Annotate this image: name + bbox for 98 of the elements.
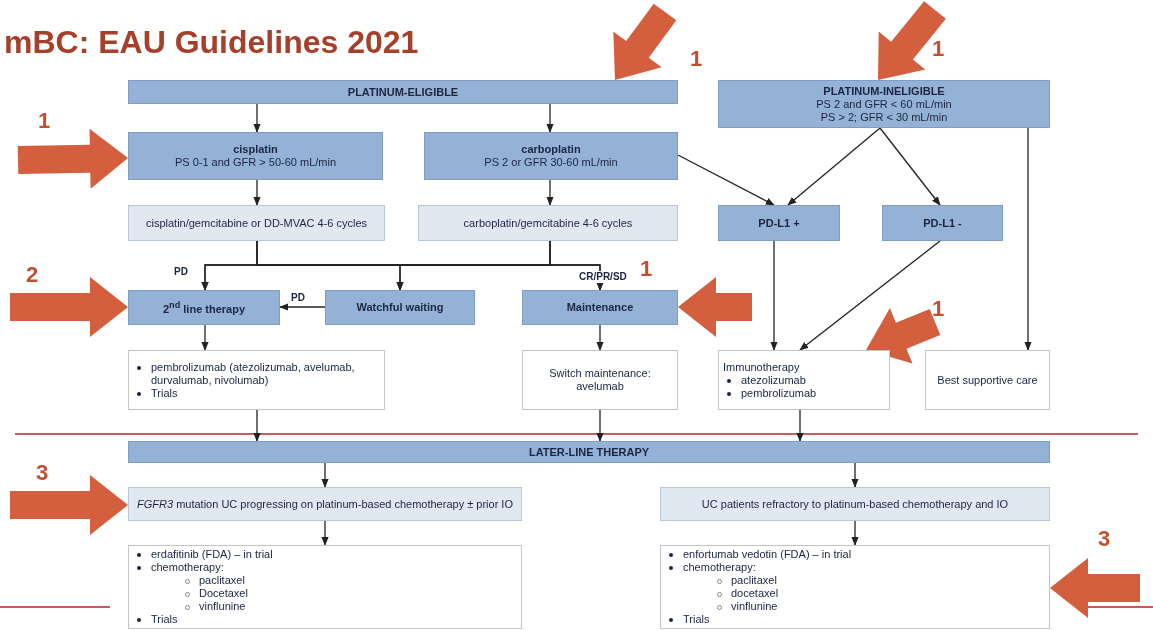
slide-title: mBC: EAU Guidelines 2021 (4, 24, 419, 61)
list-item: vinflunine (665, 600, 1045, 613)
callout-arrow (10, 277, 128, 337)
arrow (787, 127, 881, 206)
callout-number: 1 (640, 256, 653, 282)
list-item: chemotherapy: (665, 561, 1045, 574)
callout-arrow (17, 128, 128, 189)
callout-number: 1 (38, 108, 51, 134)
text-box (128, 545, 522, 629)
text-box (128, 350, 385, 410)
callout-arrow (678, 277, 752, 337)
process-box (718, 205, 840, 241)
callout-arrow (10, 475, 128, 535)
box-text: cisplatin/gemcitabine or DD-MVAC 4-6 cycles (145, 216, 368, 230)
arrow (596, 409, 604, 442)
process-box (325, 290, 475, 325)
process-box (522, 290, 678, 325)
callout-arrow (613, 3, 677, 80)
arrow (279, 303, 326, 311)
process-box (128, 487, 522, 521)
box-heading: cisplatin (233, 143, 278, 156)
arrow (770, 240, 778, 351)
callout-number: 3 (1098, 526, 1111, 552)
arrow (851, 462, 859, 488)
box-text: LATER-LINE THERAPY (528, 445, 650, 459)
arrow (549, 240, 604, 291)
process-box (718, 80, 1050, 128)
process-box (128, 132, 383, 180)
list-item: paclitaxel (133, 574, 517, 587)
arrow (321, 520, 329, 546)
list-item: atezolizumab (723, 373, 885, 387)
box-heading: carboplatin (521, 143, 581, 156)
box-text: 2$^{nd}$ line therapy (162, 299, 246, 316)
list-item: Docetaxel (133, 587, 517, 600)
list-item: Trials (133, 386, 380, 400)
arrow (253, 179, 261, 206)
box-text: UC patients refractory to platinum-based chemotherapy and IO (701, 497, 1009, 511)
box-text: Switch maintenance: avelumab (548, 367, 652, 393)
edge-label: CR/PR/SD (577, 271, 629, 283)
box-text: Immunotherapy (723, 360, 801, 374)
arrow (677, 154, 775, 206)
process-bar (128, 80, 678, 104)
text-box (522, 350, 678, 410)
arrow (879, 127, 941, 206)
box-text: FGFR3 mutation UC progressing on platinum-based chemotherapy ± prior IO (137, 497, 513, 511)
list-item: Trials (665, 613, 1045, 626)
box-text: PLATINUM-ELIGIBLE (347, 85, 459, 99)
arrow (1024, 127, 1032, 351)
process-box (882, 205, 1003, 241)
box-text: PS 2 or GFR 30-60 mL/min (484, 156, 618, 169)
edge-label: PD (289, 292, 307, 304)
list-item: enfortumab vedotin (FDA) – in trial (665, 548, 1045, 561)
box-text: carboplatin/gemcitabine 4-6 cycles (463, 216, 633, 230)
callout-number: 1 (932, 36, 945, 62)
arrow (321, 462, 329, 488)
box-text: PS > 2; GFR < 30 mL/min (820, 110, 948, 124)
list-item: Trials (133, 613, 517, 626)
arrow (796, 409, 804, 442)
arrow (201, 324, 209, 351)
arrow (596, 324, 604, 351)
arrow (546, 103, 554, 133)
box-text: PS 2 and GFR < 60 mL/min (816, 97, 952, 111)
list-item: pembrolizumab (atezolizumab, avelumab, durvalumab, nivolumab) (133, 360, 380, 387)
callout-arrow (878, 1, 946, 80)
callout-number: 1 (690, 46, 703, 72)
box-text: PS 0-1 and GFR > 50-60 mL/min (174, 156, 337, 169)
callout-number: 3 (36, 460, 49, 486)
arrow (799, 240, 941, 351)
list-item: pembrolizumab (723, 386, 885, 400)
process-box (128, 290, 280, 325)
process-box (660, 487, 1050, 521)
box-text: Best supportive care (937, 373, 1038, 387)
callout-arrow (1050, 558, 1140, 618)
box-text: PD-L1 - (923, 216, 962, 230)
text-box (718, 350, 890, 410)
box-text: Watchful waiting (356, 301, 444, 314)
callout-arrow (866, 307, 941, 364)
box-text: Maintenance (566, 301, 634, 314)
arrow (253, 103, 261, 133)
list-item: erdafitinib (FDA) – in trial (133, 548, 517, 561)
box-text: PD-L1 + (758, 216, 800, 230)
list-item: chemotherapy: (133, 561, 517, 574)
arrow (546, 179, 554, 206)
text-box (925, 350, 1050, 410)
list-item: paclitaxel (665, 574, 1045, 587)
process-box (128, 205, 385, 241)
process-box (424, 132, 678, 180)
box-heading: PLATINUM-INELIGIBLE (823, 84, 945, 98)
text-box (660, 545, 1050, 629)
callout-number: 1 (932, 296, 945, 322)
arrow (851, 520, 859, 546)
edge-label: PD (172, 266, 190, 278)
process-bar (128, 441, 1050, 463)
callout-number: 2 (26, 262, 39, 288)
list-item: docetaxel (665, 587, 1045, 600)
process-box (418, 205, 678, 241)
list-item: vinflunine (133, 600, 517, 613)
arrow (253, 409, 261, 442)
